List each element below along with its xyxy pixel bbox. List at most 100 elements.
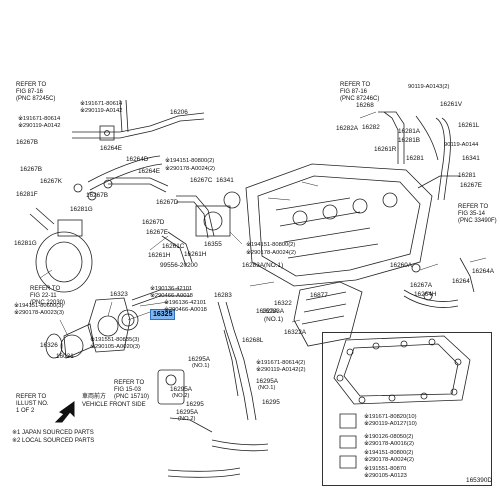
part-16264[interactable]: 16264: [452, 278, 470, 285]
ref-fig-87-16-right[interactable]: REFER TO FIG 87-16 (PNC 87246C): [340, 82, 380, 102]
part-16295a-no2[interactable]: 16295A: [170, 386, 193, 393]
part-16877[interactable]: 16877: [310, 292, 328, 299]
part-90119-a0142-c[interactable]: ※290119-A0142(2): [256, 367, 306, 373]
ref-fig-15-03[interactable]: REFER TO FIG 15-03 (PNC 15710): [114, 380, 150, 400]
part-91551-80835[interactable]: ※191551-80835(3): [90, 337, 140, 343]
part-16281a[interactable]: 16281A: [398, 128, 421, 135]
part-16261h-2[interactable]: 16261H: [184, 251, 207, 258]
part-16325-highlight[interactable]: 16325: [150, 309, 176, 320]
part-16264e-top[interactable]: 16264E: [100, 145, 123, 152]
part-16267d-2[interactable]: 16267D: [142, 219, 165, 226]
part-16261v[interactable]: 16261V: [440, 101, 463, 108]
engine-cylinder-3: [352, 198, 368, 214]
part-16322a[interactable]: 16322A: [256, 308, 279, 315]
part-90178-a0023[interactable]: ※290178-A0023(3): [14, 310, 64, 316]
part-16281g-top[interactable]: 16281G: [70, 206, 93, 213]
part-16267k[interactable]: 16267K: [40, 178, 63, 185]
part-16206[interactable]: 16206: [170, 109, 188, 116]
part-94151-80600[interactable]: ※194151-80600(3): [14, 303, 64, 309]
part-90119-a0144[interactable]: 90119-A0144: [444, 142, 479, 148]
part-16295[interactable]: 16295: [186, 401, 204, 408]
part-16295-2[interactable]: 16295: [262, 399, 280, 406]
part-16283a[interactable]: 16283A: [262, 308, 285, 315]
part-94151-80800-b[interactable]: ※194151-80800(2): [246, 242, 296, 248]
part-16267a[interactable]: 16267A: [410, 282, 433, 289]
vehicle-front-jp: 車両前方: [82, 394, 107, 400]
part-16326[interactable]: 16326: [40, 342, 58, 349]
part-16267b-mid[interactable]: 16267B: [86, 192, 109, 199]
part-16267e[interactable]: 16267E: [146, 229, 169, 236]
part-16281-right[interactable]: 16281: [458, 172, 476, 179]
part-16264d[interactable]: 16264D: [126, 156, 149, 163]
part-16267b-left[interactable]: 16267B: [20, 166, 43, 173]
inset-part-2[interactable]: ※290119-A0127(10): [364, 421, 417, 427]
part-16341[interactable]: 16341: [216, 177, 234, 184]
ref-fig-35-14[interactable]: REFER TO FIG 35-14 (PNC 33490F): [458, 204, 497, 224]
part-90136-42101[interactable]: ※190136-42101: [150, 286, 193, 292]
part-90466-a0018-b[interactable]: ※290466-A0018: [164, 307, 207, 313]
part-16261l[interactable]: 16261L: [458, 122, 480, 129]
part-16281g[interactable]: 16281G: [14, 240, 37, 247]
part-16281[interactable]: 16281: [406, 155, 424, 162]
ref-fig-87-16-left[interactable]: REFER TO FIG 87-16 (PNC 87245C): [16, 82, 56, 102]
part-16264a[interactable]: 16264A: [472, 268, 495, 275]
part-99556-20200[interactable]: 99556-20200: [160, 262, 198, 269]
part-16268l[interactable]: 16268L: [242, 337, 264, 344]
part-16031[interactable]: 16031: [56, 353, 74, 360]
part-91671-80614-a[interactable]: ※191671-80614: [18, 116, 61, 122]
part-16355[interactable]: 16355: [204, 241, 222, 248]
part-16267b-top[interactable]: 16267B: [16, 139, 39, 146]
throttle-body-mount: [57, 219, 83, 237]
part-16261h[interactable]: 16261H: [148, 252, 171, 259]
part-90119-a0143[interactable]: 90119-A0143(2): [408, 84, 450, 90]
part-16261r[interactable]: 16261R: [374, 146, 397, 153]
part-16295a-bottom[interactable]: 16295A: [176, 409, 199, 416]
part-16260a[interactable]: 16260A: [390, 262, 413, 269]
intake-16877: [293, 281, 363, 347]
part-16281b[interactable]: 16281B: [398, 137, 421, 144]
part-16295a-top[interactable]: 16295A: [188, 356, 211, 363]
part-96136-42101[interactable]: ※196136-42101: [164, 300, 207, 306]
inset-part-8[interactable]: ※290105-A0123: [364, 473, 407, 479]
pipe-16268-inner: [383, 111, 399, 164]
inset-part-5[interactable]: ※194151-80800(2): [364, 450, 414, 456]
part-16267c[interactable]: 16267C: [190, 177, 213, 184]
part-16341-right[interactable]: 16341: [462, 155, 480, 162]
part-16267e-right[interactable]: 16267E: [460, 182, 483, 189]
part-90466-a0018[interactable]: ※290466-A0018: [150, 293, 193, 299]
part-16282a[interactable]: 16282A: [336, 125, 359, 132]
thermostat-seal-16326: [45, 333, 63, 359]
part-16281f[interactable]: 16281F: [16, 191, 38, 198]
part-16264h[interactable]: 16264H: [414, 291, 437, 298]
part-90178-a0024-a[interactable]: ※290178-A0024(2): [165, 166, 215, 172]
part-16322a-2[interactable]: 16322A: [284, 329, 307, 336]
part-90105-a0020[interactable]: ※290105-A0020(3): [90, 344, 140, 350]
riser-16206: [119, 99, 129, 133]
part-16295a-top-no1: (NO.1): [192, 363, 210, 369]
part-91671-80614-b[interactable]: ※191671-80614: [80, 101, 123, 107]
inset-part-3[interactable]: ※190126-08050(2): [364, 434, 414, 440]
part-16283a-no1[interactable]: 16283A(NO.1): [242, 262, 284, 269]
part-91671-80614-c[interactable]: ※191671-80614(2): [256, 360, 306, 366]
pipe-16267c-inner: [176, 201, 209, 239]
inset-part-6[interactable]: ※290178-A0024(2): [364, 457, 414, 463]
part-16268[interactable]: 16268: [356, 102, 374, 109]
inset-part-7[interactable]: ※191551-80870: [364, 466, 407, 472]
part-16261c[interactable]: 16261C: [162, 243, 185, 250]
ref-fig-22-11[interactable]: REFER TO FIG 22-11 (PNC 22030): [30, 286, 66, 306]
part-16282[interactable]: 16282: [362, 124, 380, 131]
part-16283[interactable]: 16283: [214, 292, 232, 299]
part-16264e-mid[interactable]: 16264E: [138, 168, 161, 175]
ref-illust[interactable]: REFER TO ILLUST NO. 1 OF 2: [16, 394, 49, 414]
part-94151-80800-a[interactable]: ※194151-80800(2): [165, 158, 215, 164]
part-90178-a0024-b[interactable]: ※290178-A0024(2): [246, 250, 296, 256]
part-90119-a0142-a[interactable]: ※290119-A0142: [18, 123, 61, 129]
inset-part-1[interactable]: ※191671-80820(10): [364, 414, 417, 420]
part-90119-a0142-b[interactable]: ※290119-A0142: [80, 108, 123, 114]
inset-part-4[interactable]: ※290178-A0016(2): [364, 441, 414, 447]
part-16267d[interactable]: 16267D: [156, 199, 179, 206]
part-16322[interactable]: 16322: [274, 300, 292, 307]
part-16323[interactable]: 16323: [110, 291, 128, 298]
part-16295a-mid[interactable]: 16295A: [256, 378, 279, 385]
